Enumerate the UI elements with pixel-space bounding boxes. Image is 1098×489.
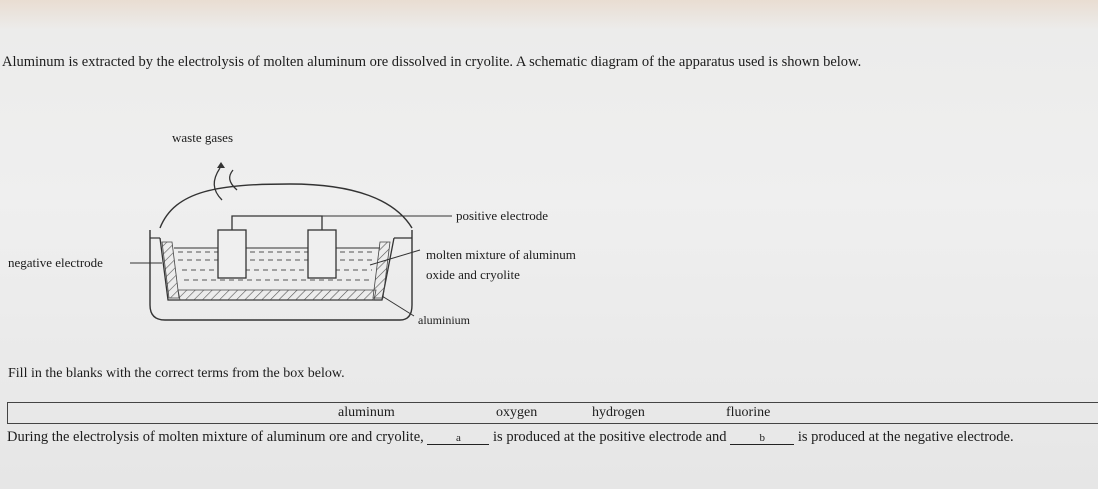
- molten-mixture-surface: [178, 251, 374, 281]
- anode-right: [307, 229, 337, 279]
- label-negative-electrode: negative electrode: [8, 255, 103, 270]
- label-positive-electrode: positive electrode: [456, 208, 549, 223]
- instructions-text: Fill in the blanks with the correct term…: [8, 366, 345, 381]
- fill-in-question: During the electrolysis of molten mixtur…: [7, 428, 1067, 447]
- anode-left: [217, 229, 247, 279]
- question-part3: is produced at the negative electrode.: [797, 429, 1014, 445]
- word-hydrogen: hydrogen: [592, 405, 645, 420]
- blank-a[interactable]: a: [427, 432, 490, 445]
- label-waste-gases: waste gases: [172, 130, 234, 145]
- word-aluminum: aluminum: [338, 405, 395, 420]
- label-molten-mixture-line1: molten mixture of aluminum: [426, 247, 576, 262]
- label-molten-mixture-line2: oxide and cryolite: [426, 267, 520, 282]
- cell-lid: [159, 183, 413, 229]
- intro-text: Aluminum is extracted by the electrolysi…: [2, 54, 862, 70]
- electrolysis-diagram: [130, 162, 452, 321]
- cell-outer-wall: [149, 230, 413, 321]
- question-part1: During the electrolysis of molten mixtur…: [7, 429, 424, 445]
- word-oxygen: oxygen: [496, 405, 538, 420]
- word-bank-box: aluminum oxygen hydrogen fluorine: [7, 402, 1098, 424]
- blank-b[interactable]: b: [730, 432, 795, 445]
- question-part2: is produced at the positive electrode an…: [493, 429, 727, 445]
- word-fluorine: fluorine: [726, 405, 771, 420]
- waste-gas-outlet: [213, 162, 238, 201]
- label-aluminium: aluminium: [418, 313, 470, 327]
